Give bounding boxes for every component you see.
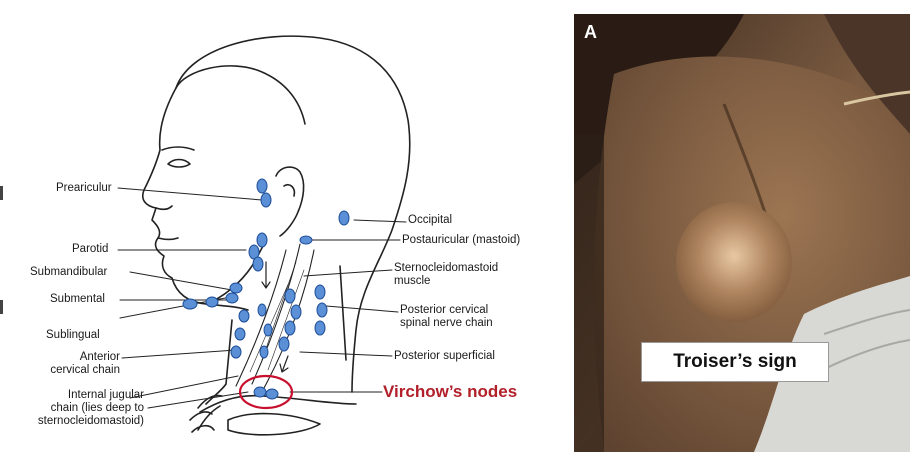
label-posterior-cervical-chain: Posterior cervical spinal nerve chain xyxy=(400,304,493,329)
label-posterior-superficial: Posterior superficial xyxy=(394,350,495,362)
lymph-node-diagram: Preariculur Parotid Submandibular Submen… xyxy=(30,35,521,436)
supraclavicular-lump xyxy=(676,202,792,322)
eye xyxy=(167,158,191,168)
ear xyxy=(275,166,305,237)
clinical-photo: A Troiser’s sign xyxy=(574,14,910,452)
hairline xyxy=(175,65,306,125)
arrow xyxy=(279,355,289,373)
leader-lines xyxy=(117,187,407,409)
label-preauricular: Preariculur xyxy=(56,182,112,194)
neck-front xyxy=(205,319,233,405)
arrow xyxy=(261,261,271,289)
lymph-nodes xyxy=(182,178,350,400)
head-neck-illustration xyxy=(117,35,411,436)
label-anterior-cervical-chain: Anterior cervical chain xyxy=(50,351,120,376)
clavicle xyxy=(199,394,357,436)
label-occipital: Occipital xyxy=(408,214,453,226)
panel-letter: A xyxy=(584,22,597,42)
label-sublingual: Sublingual xyxy=(46,329,100,341)
troiser-sign-caption: Troiser’s sign xyxy=(641,342,829,382)
label-internal-jugular-chain: Internal jugular chain (lies deep to ste… xyxy=(37,389,144,427)
label-parotid: Parotid xyxy=(72,243,109,255)
virchow-highlight-circle xyxy=(238,374,294,410)
label-sternocleidomastoid: Sternocleidomastoid muscle xyxy=(394,262,499,287)
hand xyxy=(189,394,223,433)
label-submandibular: Submandibular xyxy=(30,266,108,278)
label-postauricular: Postauricular (mastoid) xyxy=(402,234,521,246)
edge-marks xyxy=(0,186,3,314)
label-submental: Submental xyxy=(50,293,105,305)
head-outline xyxy=(175,35,411,393)
neck-photo-illustration xyxy=(574,14,910,452)
virchow-nodes-label: Virchow’s nodes xyxy=(383,382,518,401)
